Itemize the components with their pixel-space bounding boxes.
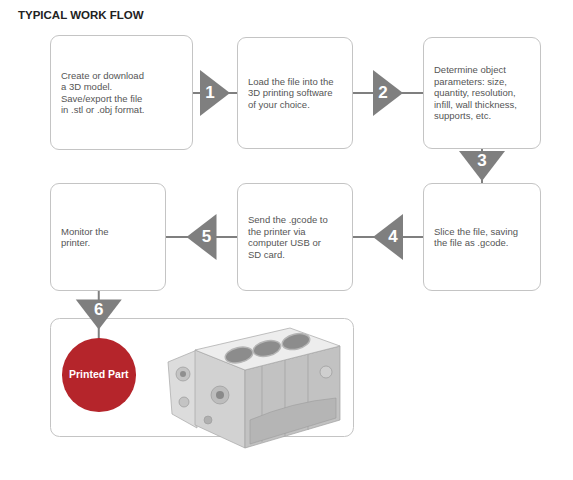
flow-arrow [166,214,237,260]
arrow-head [200,70,230,116]
step-text: Load the file into the 3D printing softw… [248,76,334,111]
flow-arrow [193,70,237,116]
arrow-head [76,300,122,330]
step-text: Send the .gcode to the printer via compu… [248,214,334,260]
cylinder-bore [252,338,283,359]
process-box: Determine object parameters: size, quant… [423,37,541,149]
arrow-head [373,70,403,116]
step-number: 1 [205,84,214,102]
step-text: Slice the file, saving the file as .gcod… [434,226,520,249]
step-number: 6 [94,301,103,319]
flow-arrow [76,291,122,338]
step-number: 3 [477,152,486,170]
arrow-head [187,214,217,260]
process-box: Load the file into the 3D printing softw… [237,37,353,149]
process-box: Monitor the printer. [50,183,166,291]
cylinder-bore [281,331,312,352]
crankcase [250,398,336,444]
process-box: Send the .gcode to the printer via compu… [237,183,353,291]
bolt-hole [180,371,186,377]
bolt-hole [204,416,212,424]
boss [320,366,332,378]
step-text: Create or download a 3D model. Save/expo… [61,70,151,116]
step-number: 5 [202,228,211,246]
timing-cover [168,350,197,428]
flow-arrow [353,214,423,260]
arrow-head [373,214,403,260]
step-number: 4 [388,228,397,246]
engine-block-illustration [168,328,340,448]
boss [176,367,190,381]
mount-boss [211,386,229,404]
block-deck [195,328,340,370]
flow-arrow [459,149,505,183]
flow-arrow [353,70,423,116]
process-box: Create or download a 3D model. Save/expo… [50,35,193,150]
process-box: Slice the file, saving the file as .gcod… [423,183,541,291]
result-circle: Printed Part [62,338,136,412]
step-number: 2 [378,84,387,102]
arrow-head [459,151,505,181]
step-text: Monitor the printer. [61,226,131,249]
step-text: Determine object parameters: size, quant… [434,64,530,122]
boss [179,397,189,407]
cylinder-bore [224,345,255,366]
diagram-title: TYPICAL WORK FLOW [18,8,144,22]
bolt-hole [216,391,224,399]
circle-label: Printed Part [69,368,129,381]
